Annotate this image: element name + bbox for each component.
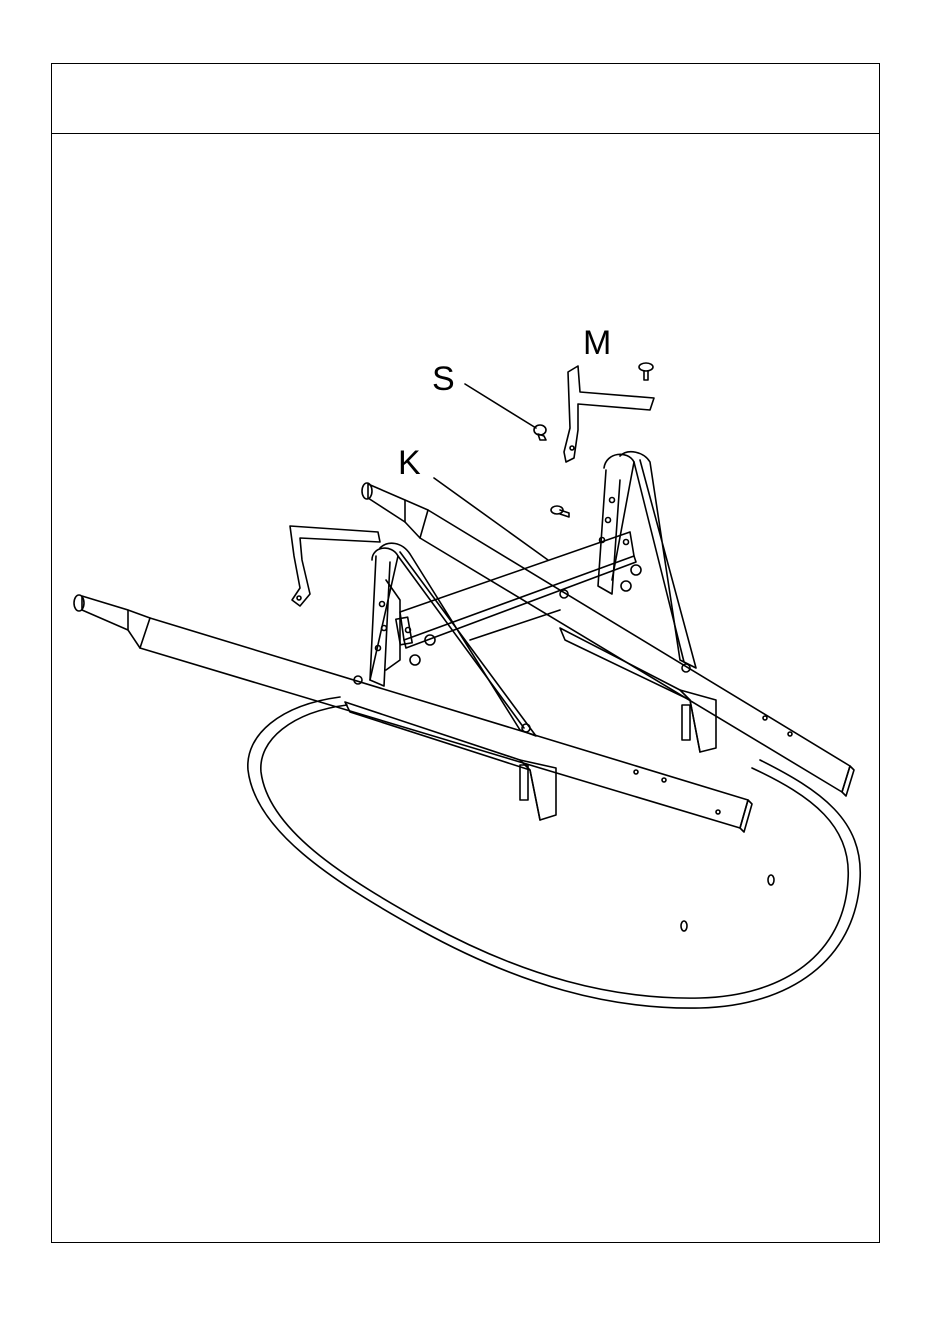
left-handle — [74, 595, 752, 832]
tray-hole — [768, 875, 774, 885]
label-s: S — [432, 360, 455, 398]
tray-outline — [248, 697, 860, 1008]
right-handle — [362, 483, 854, 796]
front-leg-stand — [345, 543, 556, 820]
rear-leg-stand — [560, 452, 716, 752]
tray-hole — [681, 921, 687, 931]
bracket-m — [564, 366, 654, 462]
leader-line-s — [465, 384, 536, 428]
label-m: M — [583, 324, 611, 362]
bolt-top-right — [639, 363, 653, 380]
left-bracket — [290, 526, 380, 606]
label-k: K — [398, 444, 421, 482]
bracket-m-hole — [570, 446, 574, 450]
bolt-middle — [551, 506, 569, 517]
tray-rim — [261, 705, 848, 998]
left-bracket-hole — [297, 596, 301, 600]
